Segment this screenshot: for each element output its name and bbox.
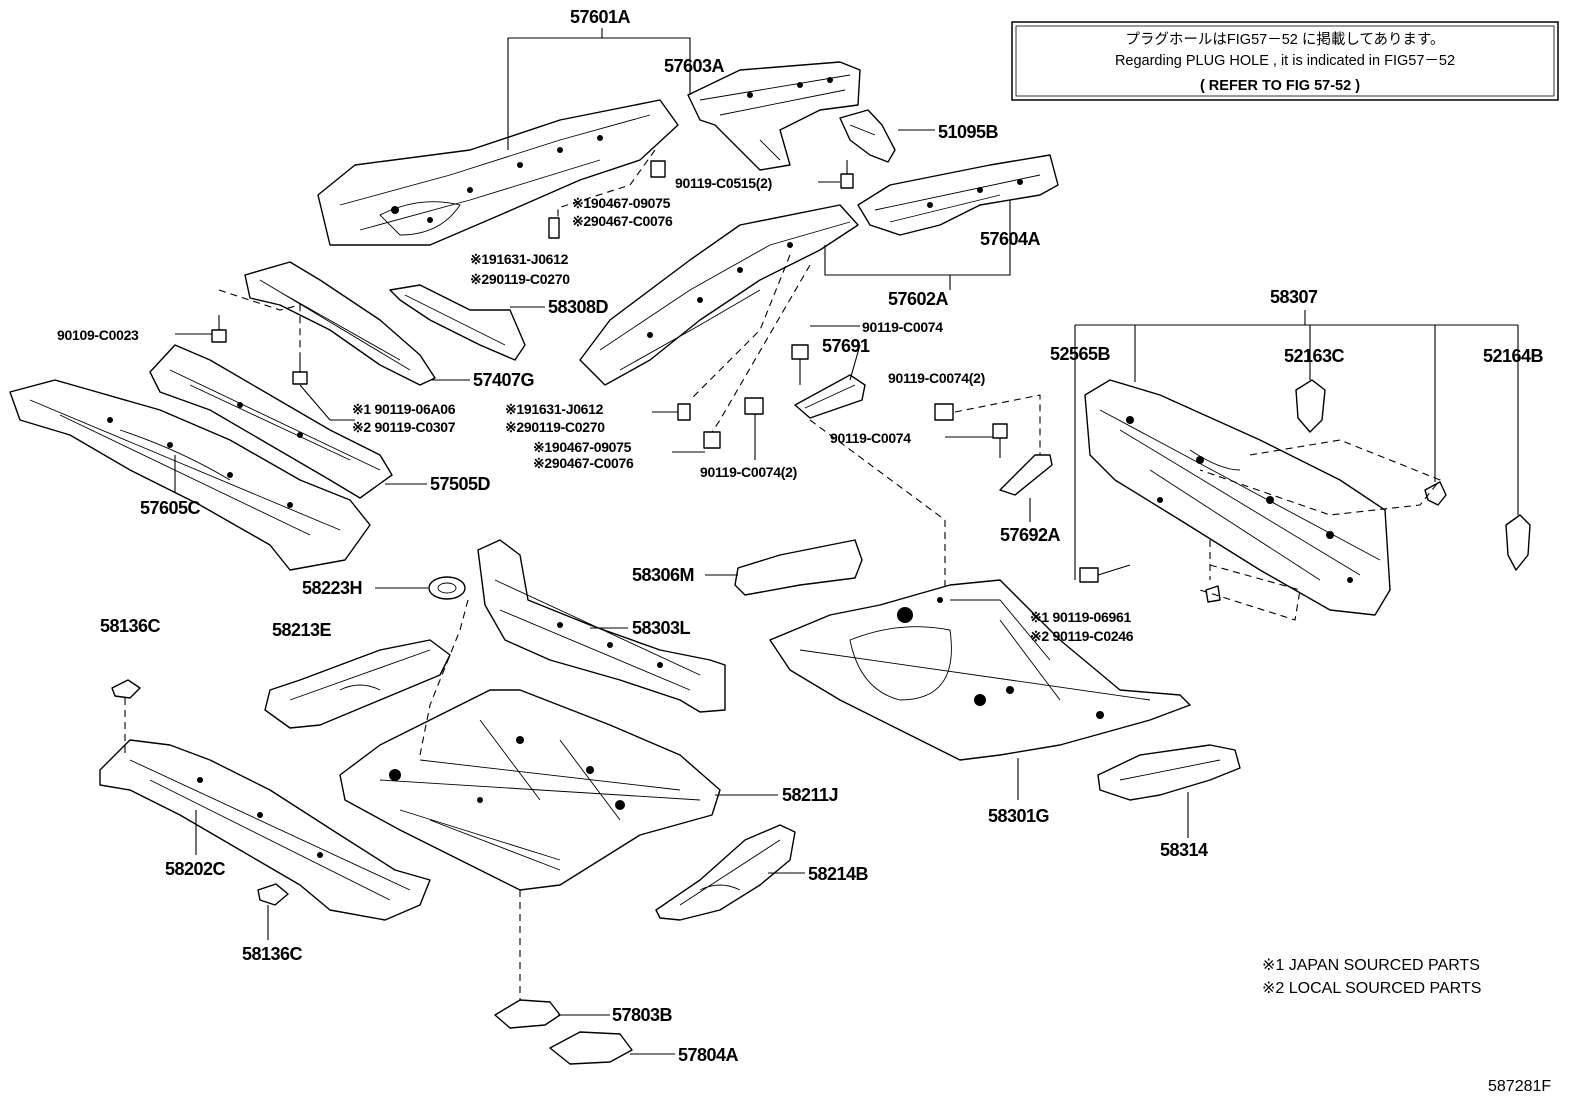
- note-line-3: ( REFER TO FIG 57-52 ): [1200, 78, 1360, 94]
- label-90119-c0515: 90119-C0515(2): [675, 175, 772, 191]
- label-52565b: 52565B: [1050, 344, 1111, 364]
- footnotes: ※1 JAPAN SOURCED PARTS ※2 LOCAL SOURCED …: [1262, 957, 1551, 1095]
- label-57505d: 57505D: [430, 474, 491, 494]
- part-58211j-floor-pan: [339, 689, 721, 891]
- note-inner-frame: [1015, 25, 1555, 97]
- label-191631-j0612-b: ※191631-J0612: [505, 401, 604, 417]
- part-51095b-bracket: [839, 109, 896, 163]
- label-90109-c0023: 90109-C0023: [57, 327, 139, 343]
- label-58214b: 58214B: [808, 864, 869, 884]
- label-57603a: 57603A: [664, 56, 725, 76]
- part-57407g-cross-member: [244, 261, 436, 386]
- label-290467-c0076-b: ※290467-C0076: [533, 455, 634, 471]
- footnote-japan: ※1 JAPAN SOURCED PARTS: [1262, 957, 1480, 974]
- label-57407g: 57407G: [473, 370, 534, 390]
- part-57601a-side-member: [317, 99, 679, 246]
- part-57602a-side-member: [579, 204, 859, 386]
- part-57604a-side-member: [857, 154, 1059, 236]
- label-190467-09075-a: ※190467-09075: [572, 195, 671, 211]
- label-52163c: 52163C: [1284, 346, 1345, 366]
- nut-90467: [548, 160, 666, 239]
- label-58301g: 58301G: [988, 806, 1049, 826]
- bolt-90109-c0023: [211, 315, 227, 343]
- label-290119-c0270-b: ※290119-C0270: [505, 419, 605, 435]
- label-290119-c0270-a: ※290119-C0270: [470, 271, 570, 287]
- leader-lines: [174, 28, 1519, 1055]
- part-58306m-panel: [734, 539, 863, 596]
- label-290467-c0076-a: ※290467-C0076: [572, 213, 673, 229]
- label-90119-c0074-2-a: 90119-C0074(2): [888, 370, 985, 386]
- part-57505d-panel: [149, 344, 393, 499]
- part-57691-bracket: [794, 374, 866, 419]
- part-57692a-bracket: [999, 454, 1053, 496]
- nut-center: [677, 403, 721, 449]
- label-58306m: 58306M: [632, 565, 694, 585]
- label-57803b: 57803B: [612, 1005, 673, 1025]
- label-191631-j0612-a: ※191631-J0612: [470, 251, 569, 267]
- label-57605c: 57605C: [140, 498, 201, 518]
- label-58307: 58307: [1270, 287, 1318, 307]
- bolt-90119-c0515: [840, 160, 854, 189]
- plug-hole-note: プラグホールはFIG57－52 に掲載してあります。 Regarding PLU…: [1011, 21, 1559, 101]
- label-57692a: 57692A: [1000, 525, 1061, 545]
- part-58314-panel: [1097, 744, 1241, 801]
- label-58303l: 58303L: [632, 618, 691, 638]
- label-58308d: 58308D: [548, 297, 609, 317]
- label-190119-06961: ※1 90119-06961: [1030, 609, 1131, 625]
- label-190119-06a06: ※1 90119-06A06: [352, 401, 456, 417]
- label-90119-c0074-b: 90119-C0074: [830, 430, 911, 446]
- part-57603a-bracket: [687, 61, 861, 171]
- label-58136c-upper: 58136C: [100, 616, 161, 636]
- assembly-dashed-lines: [124, 149, 1441, 1000]
- label-90119-c0074-2-b: 90119-C0074(2): [700, 464, 797, 480]
- part-58213e-panel: [264, 639, 451, 729]
- note-line-1: プラグホールはFIG57－52 に掲載してあります。: [1125, 31, 1444, 48]
- part-58136c-plate-lower: [257, 883, 289, 906]
- bolt-90119-06961: [1079, 564, 1131, 583]
- part-58308d-reinforcement: [389, 284, 526, 361]
- part-58214b-reinforcement: [655, 824, 796, 921]
- label-51095b: 51095B: [938, 122, 999, 142]
- part-58136c-plate-upper: [111, 679, 141, 699]
- part-58223h-plug: [428, 576, 466, 600]
- part-58202c-member: [99, 739, 431, 921]
- label-90119-c0074-a: 90119-C0074: [862, 319, 943, 335]
- label-58213e: 58213E: [272, 620, 332, 640]
- part-57803b-plate: [494, 999, 561, 1029]
- label-57602a: 57602A: [888, 289, 949, 309]
- label-52164b: 52164B: [1483, 346, 1544, 366]
- label-58202c: 58202C: [165, 859, 226, 879]
- part-57605c-panel: [9, 379, 371, 571]
- label-57601a: 57601A: [570, 7, 631, 27]
- figure-id: 587281F: [1488, 1078, 1551, 1095]
- bolt-90119-c0074-a: [791, 344, 809, 385]
- part-52163c-bracket: [1295, 379, 1326, 433]
- part-58301g-rear-floor: [769, 579, 1191, 761]
- label-58136c-lower: 58136C: [242, 944, 303, 964]
- label-290119-c0246: ※2 90119-C0246: [1030, 628, 1134, 644]
- label-190467-09075-b: ※190467-09075: [533, 439, 632, 455]
- label-57804a: 57804A: [678, 1045, 739, 1065]
- bolt-90119-c0074-2: [744, 397, 1008, 458]
- footnote-local: ※2 LOCAL SOURCED PARTS: [1262, 980, 1481, 997]
- part-52164b-bracket: [1505, 514, 1531, 571]
- note-line-2: Regarding PLUG HOLE , it is indicated in…: [1115, 53, 1455, 69]
- label-57604a: 57604A: [980, 229, 1041, 249]
- label-57691: 57691: [822, 336, 870, 356]
- label-58314: 58314: [1160, 840, 1208, 860]
- label-58223h: 58223H: [302, 578, 362, 598]
- label-58211j: 58211J: [782, 785, 838, 805]
- bolt-90119-06a06: [292, 355, 308, 385]
- note-frame: [1011, 21, 1559, 101]
- part-57804a-plate: [549, 1031, 633, 1065]
- part-58307-rear-panel: [1084, 379, 1391, 616]
- part-labels: 57601A 57603A 51095B 90119-C0515(2) ※190…: [57, 7, 1544, 1065]
- label-290119-c0307: ※2 90119-C0307: [352, 419, 456, 435]
